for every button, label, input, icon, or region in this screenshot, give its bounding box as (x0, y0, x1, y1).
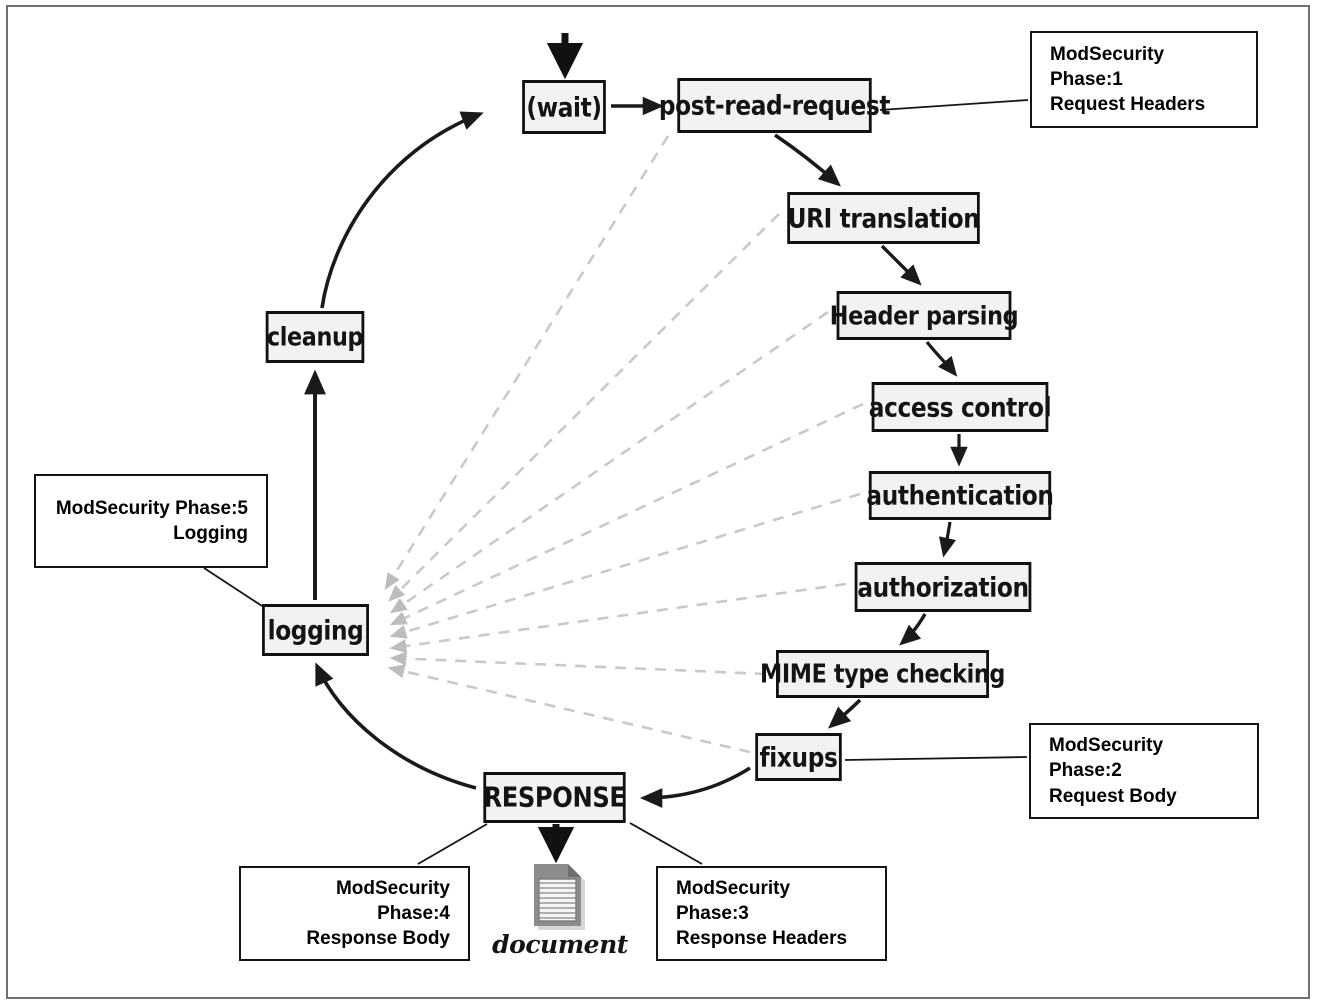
edge-header-parsing-to-logging (389, 310, 829, 614)
node-uri-translation[interactable]: URI translation (787, 192, 980, 244)
node-mime-type-checking-label: MIME type checking (760, 659, 1006, 689)
callout-modsecurity-phase-2: ModSecurity Phase:2 Request Body (1029, 723, 1259, 819)
leader-phase5-to-logging (203, 567, 263, 607)
node-fixups-label: fixups (759, 741, 838, 773)
callout-phase2-line2: Request Body (1049, 785, 1177, 807)
callout-modsecurity-phase-5: ModSecurity Phase:5 Logging (34, 474, 268, 568)
node-cleanup-label: cleanup (266, 322, 364, 352)
node-cleanup[interactable]: cleanup (265, 311, 365, 363)
node-response[interactable]: RESPONSE (483, 772, 626, 823)
document-page-icon (534, 864, 585, 930)
leader-phase4-to-response (417, 823, 488, 865)
node-logging[interactable]: logging (262, 604, 369, 656)
edge-header-parsing-to-access-control (925, 341, 958, 377)
node-uri-translation-label: URI translation (787, 202, 980, 234)
edge-mime-type-checking-to-fixups (827, 698, 862, 729)
edge-post-read-request-to-logging (384, 135, 670, 591)
node-header-parsing-label: Header parsing (829, 300, 1019, 331)
edge-uri-translation-to-logging (388, 213, 780, 602)
callout-phase3-line1: ModSecurity Phase:3 (676, 877, 791, 924)
callout-phase4-line1: ModSecurity Phase:4 (335, 877, 450, 924)
node-access-control-label: access control (868, 391, 1052, 423)
edge-authorization-to-mime-type-checking (899, 613, 927, 646)
leader-phase2-to-fixups (844, 756, 1028, 761)
leader-phase3-to-response (629, 822, 703, 865)
dashed-edge-layer (384, 135, 864, 754)
node-post-read-request[interactable]: post-read-request (659, 78, 891, 133)
callout-phase2-line1: ModSecurity Phase:2 (1049, 735, 1164, 782)
node-wait[interactable]: (wait) (522, 80, 606, 134)
callout-phase5-line2: Logging (173, 523, 248, 544)
callout-leader-layer (203, 99, 1029, 865)
callout-phase1-line2: Request Headers (1050, 94, 1206, 116)
node-authorization[interactable]: authorization (854, 562, 1032, 612)
edge-authentication-to-authorization (939, 521, 957, 558)
callout-modsecurity-phase-3: ModSecurity Phase:3 Response Headers (656, 866, 887, 961)
edge-access-control-to-logging (389, 402, 864, 626)
edge-fixups-to-response (639, 766, 751, 808)
edge-authorization-to-logging (389, 582, 847, 654)
edge-uri-translation-to-header-parsing (880, 244, 922, 286)
node-authentication[interactable]: authentication (866, 471, 1054, 520)
callout-phase5-line1: ModSecurity Phase:5 (55, 497, 248, 519)
node-header-parsing[interactable]: Header parsing (830, 291, 1019, 340)
callout-modsecurity-phase-1: ModSecurity Phase:1 Request Headers (1030, 31, 1258, 128)
edge-cleanup-to-wait (320, 111, 484, 309)
node-logging-label: logging (267, 614, 364, 646)
callout-phase1-line1: ModSecurity Phase:1 (1050, 43, 1165, 90)
callout-phase3-line2: Response Headers (676, 928, 848, 950)
node-authorization-label: authorization (857, 571, 1029, 603)
leader-phase1-to-post-read-request (879, 99, 1029, 111)
document-label: document (492, 930, 628, 959)
edge-mime-type-checking-to-logging (389, 651, 767, 676)
node-post-read-request-label: post-read-request (658, 90, 891, 121)
edge-response-to-logging (315, 662, 477, 790)
node-response-label: RESPONSE (483, 781, 626, 814)
callout-modsecurity-phase-4: ModSecurity Phase:4 Response Body (239, 866, 470, 961)
edge-fixups-to-logging (387, 664, 751, 754)
edge-authentication-to-logging (389, 492, 861, 639)
callout-phase4-line2: Response Body (306, 928, 450, 950)
node-access-control[interactable]: access control (868, 382, 1052, 432)
node-fixups[interactable]: fixups (755, 733, 842, 781)
edge-post-read-request-to-uri-translation (773, 133, 842, 187)
node-mime-type-checking[interactable]: MIME type checking (760, 650, 1005, 698)
node-wait-label: (wait) (526, 91, 602, 123)
node-authentication-label: authentication (866, 480, 1054, 511)
